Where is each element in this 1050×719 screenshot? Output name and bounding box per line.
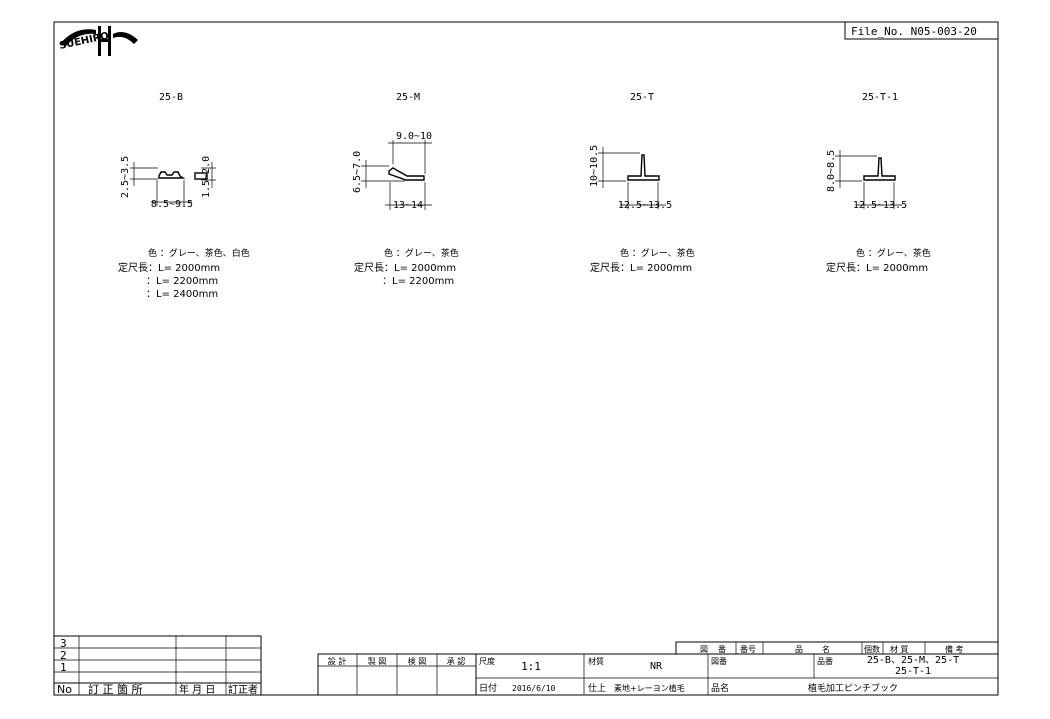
scale-value: 1:1 — [521, 660, 541, 673]
revision-header-location: 訂 正 箇 所 — [88, 682, 143, 696]
approval-design: 設 計 — [328, 656, 347, 666]
product-no-value-2: 25-T-1 — [895, 666, 931, 677]
note-length: ：L= 2200mm — [146, 276, 218, 287]
sheet-border — [53, 21, 999, 696]
approval-approve: 承 認 — [447, 656, 466, 666]
note-color: 色 ：グレー、茶色 — [620, 247, 695, 259]
dim-height-right: 1.5~2.0 — [201, 156, 212, 198]
revision-header-date: 年 月 日 — [179, 683, 215, 696]
header-number-2: 番号 — [740, 644, 756, 654]
part-25-t: 25-T 10~10.5 12.5~13.5 色 ：グレー、茶色 定尺長：L= … — [589, 92, 695, 274]
header-name-2: 名 — [822, 644, 830, 654]
suehiro-logo: SUEHIRO — [58, 26, 138, 56]
revision-table: 3 2 1 No 訂 正 箇 所 年 月 日 訂正者 — [53, 635, 262, 696]
material-label: 材質 — [588, 656, 604, 666]
dim-width: 12.5~13.5 — [853, 200, 907, 211]
part-25-t-1: 25-T-1 8.0~8.5 12.5~13.5 色 ：グレー、茶色 定尺長：L… — [826, 92, 931, 274]
header-number: 番 — [718, 644, 726, 654]
header-name: 品 — [795, 645, 803, 654]
file-no: File_No. N05-003-20 — [851, 25, 977, 38]
note-length: 定尺長：L= 2000mm — [590, 261, 692, 274]
part-title: 25-B — [159, 92, 183, 103]
finish-label: 仕上 — [588, 682, 606, 694]
date-value: 2016/6/10 — [512, 684, 556, 693]
note-color: 色 ：グレー、茶色 — [856, 247, 931, 259]
drawing-no-label: 図番 — [711, 656, 727, 666]
product-name-label: 品名 — [711, 682, 729, 694]
note-color: 色 ：グレー、茶色 — [384, 247, 459, 259]
part-25-b: 25-B 2.5~3.5 1.5~2.0 8.5~9.5 色 ：グレー、茶色、白… — [118, 92, 250, 300]
dim-top: 9.0~10 — [396, 131, 432, 142]
file-no-box — [844, 21, 999, 40]
part-title: 25-T-1 — [862, 92, 898, 103]
header-count: 個数 — [864, 644, 880, 654]
date-label: 日付 — [479, 683, 497, 694]
dim-height-left: 6.5~7.0 — [352, 151, 363, 193]
material-value: NR — [650, 661, 663, 672]
profile-drawing — [627, 154, 660, 181]
revision-row-no: 3 — [60, 637, 67, 650]
header-material: 材 質 — [890, 644, 909, 654]
note-length: 定尺長：L= 2000mm — [354, 261, 456, 274]
dim-height-left: 2.5~3.5 — [120, 156, 131, 198]
profile-drawing — [388, 167, 425, 181]
note-length: ：L= 2200mm — [382, 276, 454, 287]
dim-width: 13~14 — [393, 200, 423, 211]
dim-height-left: 8.0~8.5 — [826, 150, 837, 192]
product-name-value: 植毛加工ピンチブック — [808, 682, 898, 694]
note-length: 定尺長：L= 2000mm — [826, 261, 928, 274]
part-25-m: 25-M 9.0~10 6.5~7.0 13~14 色 ：グレー、茶色 定尺長：… — [352, 92, 459, 287]
approval-check: 検 図 — [408, 656, 427, 666]
revision-header-editor: 訂正者 — [228, 683, 258, 696]
revision-row-no: 1 — [60, 661, 67, 674]
scale-label: 尺度 — [479, 656, 495, 666]
part-title: 25-M — [396, 92, 420, 103]
product-no-label: 品番 — [817, 656, 833, 666]
dim-width: 8.5~9.5 — [151, 199, 193, 210]
note-length: ：L= 2400mm — [146, 289, 218, 300]
revision-row-no: 2 — [60, 649, 67, 662]
profile-drawing — [158, 171, 186, 179]
dim-height-left: 10~10.5 — [589, 145, 600, 187]
header-remarks: 備 考 — [945, 644, 964, 654]
finish-value: 素地+レーヨン植毛 — [614, 683, 685, 693]
profile-section — [194, 172, 208, 180]
note-color: 色 ：グレー、茶色、白色 — [148, 247, 250, 259]
revision-header-no: No — [57, 683, 72, 696]
title-block: 設 計 製 図 検 図 承 認 図 番 番号 品 名 個数 材 質 備 考 尺度… — [317, 641, 999, 696]
approval-draft: 製 図 — [368, 656, 387, 666]
profile-drawing — [863, 157, 896, 181]
part-title: 25-T — [630, 92, 654, 103]
header-drawing: 図 — [700, 645, 708, 654]
product-no-value: 25-B、25-M、25-T — [867, 655, 959, 666]
dim-width: 12.5~13.5 — [618, 200, 672, 211]
note-length: 定尺長：L= 2000mm — [118, 261, 220, 274]
